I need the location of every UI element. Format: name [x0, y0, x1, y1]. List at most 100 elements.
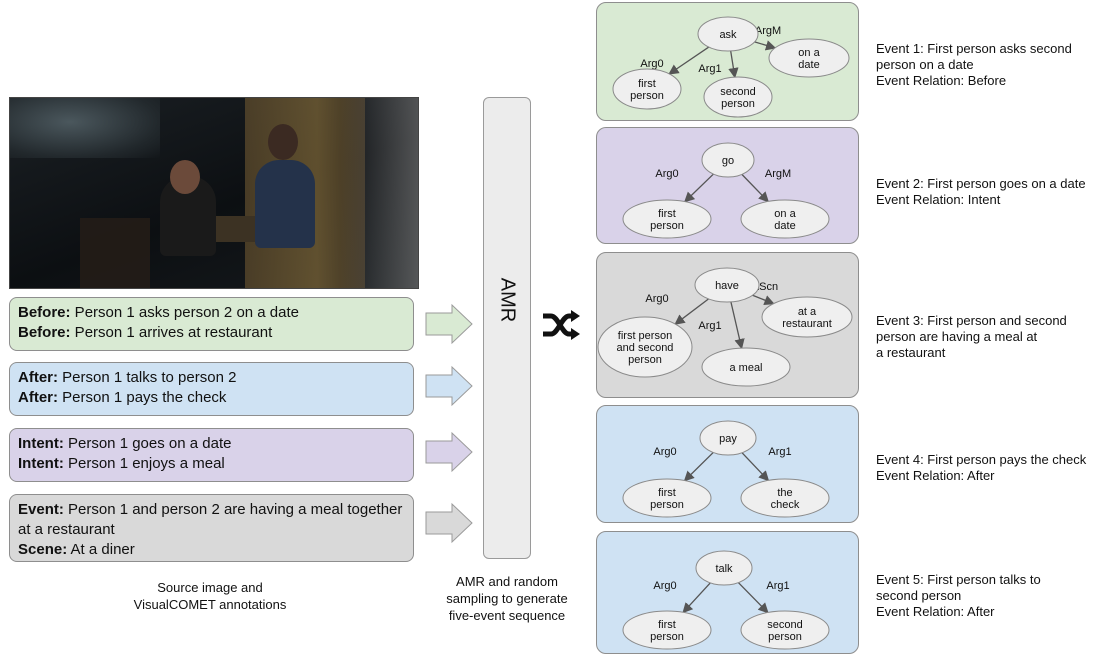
amr-root-node [697, 16, 759, 52]
annotation-line: After: Person 1 pays the check [18, 388, 405, 408]
event-description-line: Event Relation: After [876, 604, 995, 619]
caption-line: AMR and random [456, 574, 558, 589]
amr-child-node [612, 68, 682, 110]
person-left-head [170, 160, 200, 194]
amr-node-label: and second [617, 342, 674, 354]
amr-node-label: date [798, 59, 819, 71]
annotation-text: Person 1 and person 2 are having a meal … [18, 501, 403, 538]
amr-root-label: pay [719, 433, 737, 445]
amr-node-label: first [638, 78, 656, 90]
annotation-line: Scene: At a diner [18, 540, 405, 560]
person-right-head [268, 124, 298, 160]
event-description-line: person are having a meal at [876, 329, 1038, 344]
amr-role-label: Arg1 [698, 320, 721, 332]
amr-child-node [622, 478, 712, 518]
shuffle-icon [543, 310, 580, 340]
amr-node-label: on a [798, 47, 820, 59]
annotation-box: Before: Person 1 asks person 2 on a date… [9, 297, 414, 351]
amr-module [483, 97, 531, 559]
block-arrow [425, 365, 473, 407]
amr-child-node [597, 316, 693, 378]
amr-role-label: Arg0 [655, 168, 678, 180]
amr-role-label: Arg1 [698, 63, 721, 75]
event-description-line: Event 5: First person talks to [876, 572, 1041, 587]
annotation-text: Person 1 arrives at restaurant [70, 324, 273, 341]
caption-line: five-event sequence [448, 608, 566, 623]
annotation-box: Event: Person 1 and person 2 are having … [9, 494, 414, 562]
amr-edge [754, 40, 777, 51]
amr-node-label: second [767, 619, 802, 631]
event-description-line: Event Relation: After [876, 468, 995, 483]
person-right [255, 160, 315, 248]
amr-node-label: on a [774, 208, 796, 220]
annotation-label: Intent: [18, 435, 64, 452]
amr-root-label: ask [719, 29, 737, 41]
amr-child-node [740, 478, 830, 518]
annotation-text: Person 1 pays the check [58, 389, 227, 406]
amr-node-label: a meal [729, 362, 762, 374]
event-description-line: Event Relation: Intent [876, 192, 1001, 207]
amr-child-node [761, 296, 853, 338]
amr-root-label: go [722, 155, 734, 167]
amr-node-label: person [650, 499, 684, 511]
caption-line: sampling to generate [446, 591, 568, 606]
amr-root-label: have [715, 280, 739, 292]
amr-root-node [695, 550, 753, 586]
amr-role-label: Arg1 [766, 580, 789, 592]
amr-child-node [740, 199, 830, 239]
amr-root-label: talk [715, 563, 733, 575]
amr-node-label: the [777, 487, 792, 499]
event-description-line: Event 1: First person asks second [876, 41, 1072, 56]
amr-child-node [622, 610, 712, 650]
annotation-text: Person 1 enjoys a meal [63, 455, 225, 472]
block-arrow [425, 502, 473, 544]
event-description-line: Event 3: First person and second [876, 313, 1067, 328]
annotation-line: Intent: Person 1 enjoys a meal [18, 454, 405, 474]
amr-node-label: person [650, 631, 684, 643]
amr-edge [741, 452, 770, 482]
amr-edge [674, 298, 709, 325]
amr-node-label: person [630, 90, 664, 102]
annotation-line: Before: Person 1 arrives at restaurant [18, 323, 405, 343]
amr-edge [737, 582, 769, 614]
amr-role-label: Arg0 [645, 293, 668, 305]
amr-node-label: first [658, 619, 676, 631]
amr-child-node [622, 199, 712, 239]
amr-node-label: person [650, 220, 684, 232]
amr-edge [682, 582, 711, 614]
amr-root-node [701, 142, 755, 178]
annotation-label: Before: [18, 304, 71, 321]
window-light [10, 98, 160, 158]
annotation-text: Person 1 talks to person 2 [58, 369, 237, 386]
amr-role-label: Arg1 [768, 446, 791, 458]
annotation-line: After: Person 1 talks to person 2 [18, 368, 405, 388]
amr-node-label: person [768, 631, 802, 643]
amr-node-label: person [628, 354, 662, 366]
annotation-label: Intent: [18, 455, 64, 472]
amr-role-label: ArgM [765, 168, 791, 180]
annotation-line: Before: Person 1 asks person 2 on a date [18, 303, 405, 323]
amr-edge [730, 301, 745, 350]
annotation-label: Event: [18, 501, 64, 518]
caption-line: Source image and [157, 580, 263, 595]
amr-caption: AMR and random sampling to generate five… [427, 573, 587, 624]
amr-role-label: Arg0 [653, 580, 676, 592]
amr-node-label: person [721, 98, 755, 110]
amr-edge [668, 46, 710, 75]
amr-edge [728, 50, 739, 79]
amr-role-label: ArgM [755, 25, 781, 37]
amr-child-node [701, 347, 791, 387]
amr-node-label: second [720, 86, 755, 98]
annotation-label: After: [18, 389, 58, 406]
amr-edge [684, 173, 714, 203]
